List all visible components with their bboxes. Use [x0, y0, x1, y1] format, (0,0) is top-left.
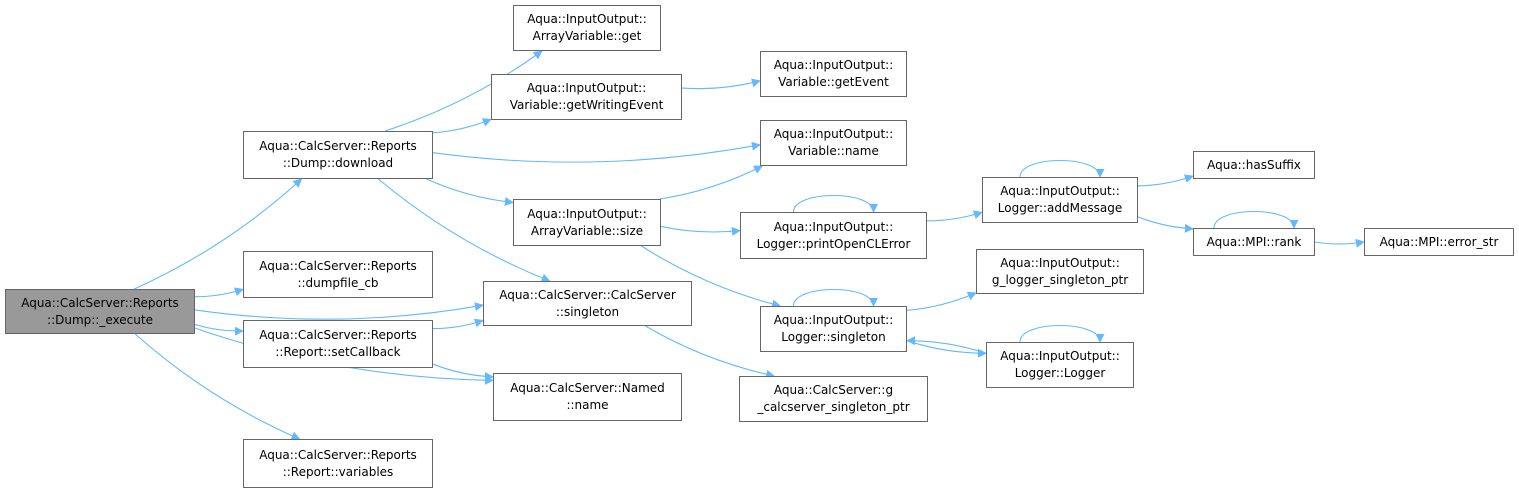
- edge-setCallback-to-cs_singleton: [432, 318, 484, 330]
- edge-download-to-cs_singleton: [377, 178, 551, 283]
- edge-execute-to-download: [133, 178, 303, 290]
- edge-mpi_rank-to-error_str: [1314, 238, 1365, 248]
- node-label-line: ArrayVariable::get: [532, 29, 642, 43]
- node-label-line: g_logger_singleton_ptr: [991, 272, 1129, 287]
- node-label-line: ::Dump::download: [282, 156, 394, 170]
- node-label-line: ::dumpfile_cb: [297, 275, 379, 290]
- node-getEvent[interactable]: Aqua::InputOutput::Variable::getEvent: [760, 51, 907, 97]
- node-var-name[interactable]: Aqua::InputOutput::Variable::name: [760, 120, 907, 166]
- node-label-line: ArrayVariable::size: [530, 223, 644, 238]
- node-label-line: Aqua::MPI::error_str: [1379, 234, 1499, 249]
- node-label-line: Aqua::InputOutput::: [773, 58, 894, 72]
- node-label-line: Aqua::InputOutput::: [773, 219, 894, 234]
- node-label-line: Aqua::CalcServer::Reports: [259, 258, 417, 273]
- edge-download-to-var_name: [432, 141, 761, 163]
- edge-download-to-av_get: [384, 50, 543, 132]
- node-label-line: Aqua::InputOutput::: [526, 81, 647, 95]
- node-label-line: Aqua::CalcServer::Reports: [21, 295, 179, 310]
- node-variables[interactable]: Aqua::CalcServer::Reports::Report::varia…: [243, 439, 433, 488]
- edge-logger_singleton-to-logger_singleton: [792, 288, 878, 307]
- node-setCallback[interactable]: Aqua::CalcServer::Reports::Report::setCa…: [243, 320, 433, 368]
- node-label-line: Variable::name: [788, 144, 879, 158]
- edge-setCallback-to-named_name: [432, 363, 494, 382]
- node-label-line: Aqua::CalcServer::Reports: [259, 328, 417, 342]
- node-error-str[interactable]: Aqua::MPI::error_str: [1364, 228, 1514, 256]
- edge-printOpenCLError-to-addMessage: [926, 210, 983, 222]
- node-logger-ctor[interactable]: Aqua::InputOutput::Logger::Logger: [986, 342, 1134, 388]
- edge-addMessage-to-hasSuffix: [1137, 174, 1194, 187]
- node-label-line: ::singleton: [555, 304, 620, 319]
- edge-av_size-to-printOpenCLError: [660, 225, 741, 236]
- node-label-line: Aqua::CalcServer::Reports: [259, 447, 417, 462]
- node-mpi-rank[interactable]: Aqua::MPI::rank: [1193, 228, 1315, 256]
- node-label-line: Logger::addMessage: [997, 201, 1123, 215]
- edge-execute-to-cs_singleton: [194, 302, 484, 320]
- node-named-name[interactable]: Aqua::CalcServer::Named::name: [493, 373, 682, 421]
- node-label-line: _calcserver_singleton_ptr: [757, 400, 910, 414]
- node-label-line: Aqua::InputOutput::: [1000, 184, 1120, 198]
- edge-mpi_rank-to-mpi_rank: [1213, 210, 1299, 229]
- node-label-line: Aqua::InputOutput::: [1000, 349, 1120, 363]
- node-g-calcserver[interactable]: Aqua::CalcServer::g_calcserver_singleton…: [739, 376, 928, 422]
- node-execute[interactable]: Aqua::CalcServer::Reports::Dump::_execut…: [5, 289, 195, 334]
- node-label-line: ::Dump::_execute: [47, 312, 153, 327]
- edge-execute-to-setCallback: [194, 323, 244, 336]
- edge-download-to-getWritingEvent: [432, 118, 492, 134]
- node-dumpfile-cb[interactable]: Aqua::CalcServer::Reports::dumpfile_cb: [243, 251, 433, 298]
- node-label-line: Aqua::InputOutput::: [527, 12, 647, 26]
- node-addMessage[interactable]: Aqua::InputOutput::Logger::addMessage: [982, 177, 1138, 223]
- node-label-line: ::name: [566, 398, 609, 412]
- node-label-line: ::Report::variables: [282, 464, 394, 479]
- node-label-line: Aqua::MPI::rank: [1206, 234, 1302, 249]
- edge-addMessage-to-addMessage: [1019, 159, 1105, 178]
- node-label-line: Aqua::InputOutput::: [773, 127, 894, 141]
- edge-addMessage-to-mpi_rank: [1137, 216, 1194, 233]
- node-g-logger[interactable]: Aqua::InputOutput::g_logger_singleton_pt…: [976, 249, 1144, 294]
- edge-logger_singleton-to-g_logger: [906, 291, 977, 311]
- edge-av_size-to-logger_singleton: [641, 245, 782, 309]
- node-label-line: Aqua::InputOutput::: [1000, 255, 1120, 270]
- edge-av_size-to-var_name: [659, 165, 763, 200]
- node-label-line: Aqua::CalcServer::g: [773, 383, 894, 397]
- edge-download-to-av_size: [426, 178, 514, 207]
- edge-execute-to-variables: [134, 333, 301, 440]
- edge-logger_ctor-to-logger_singleton: [906, 336, 987, 354]
- node-logger-singleton[interactable]: Aqua::InputOutput::Logger::singleton: [760, 306, 907, 352]
- node-label-line: Variable::getWritingEvent: [509, 98, 664, 112]
- node-av-size[interactable]: Aqua::InputOutput::ArrayVariable::size: [513, 199, 661, 246]
- edge-cs_singleton-to-g_calcserver: [645, 325, 776, 379]
- node-label-line: Aqua::CalcServer::Named: [510, 381, 665, 395]
- edge-printOpenCLError-to-printOpenCLError: [792, 194, 878, 213]
- node-label-line: Aqua::CalcServer::Reports: [259, 139, 417, 153]
- node-label-line: Aqua::CalcServer::CalcServer: [499, 287, 676, 302]
- node-label-line: Logger::Logger: [1014, 366, 1106, 380]
- node-label-line: Aqua::InputOutput::: [527, 206, 647, 221]
- node-label-line: Logger::printOpenCLError: [756, 236, 911, 251]
- edge-getWritingEvent-to-getEvent: [681, 78, 761, 90]
- edge-logger_singleton-to-logger_ctor: [906, 340, 987, 358]
- node-label-line: Variable::getEvent: [778, 75, 889, 89]
- node-getWritingEvent[interactable]: Aqua::InputOutput::Variable::getWritingE…: [491, 74, 682, 120]
- node-printOpenCLError[interactable]: Aqua::InputOutput::Logger::printOpenCLEr…: [740, 212, 927, 259]
- node-label-line: Aqua::hasSuffix: [1207, 157, 1301, 172]
- node-av-get[interactable]: Aqua::InputOutput::ArrayVariable::get: [513, 5, 661, 51]
- node-label-line: Aqua::InputOutput::: [773, 313, 894, 327]
- node-label-line: ::Report::setCallback: [275, 345, 401, 359]
- edge-execute-to-dumpfile_cb: [194, 287, 244, 298]
- node-download[interactable]: Aqua::CalcServer::Reports::Dump::downloa…: [243, 131, 433, 179]
- node-hasSuffix[interactable]: Aqua::hasSuffix: [1193, 151, 1315, 179]
- node-cs-singleton[interactable]: Aqua::CalcServer::CalcServer::singleton: [483, 281, 692, 326]
- edge-logger_ctor-to-logger_ctor: [1019, 324, 1105, 343]
- node-label-line: Logger::singleton: [781, 330, 886, 344]
